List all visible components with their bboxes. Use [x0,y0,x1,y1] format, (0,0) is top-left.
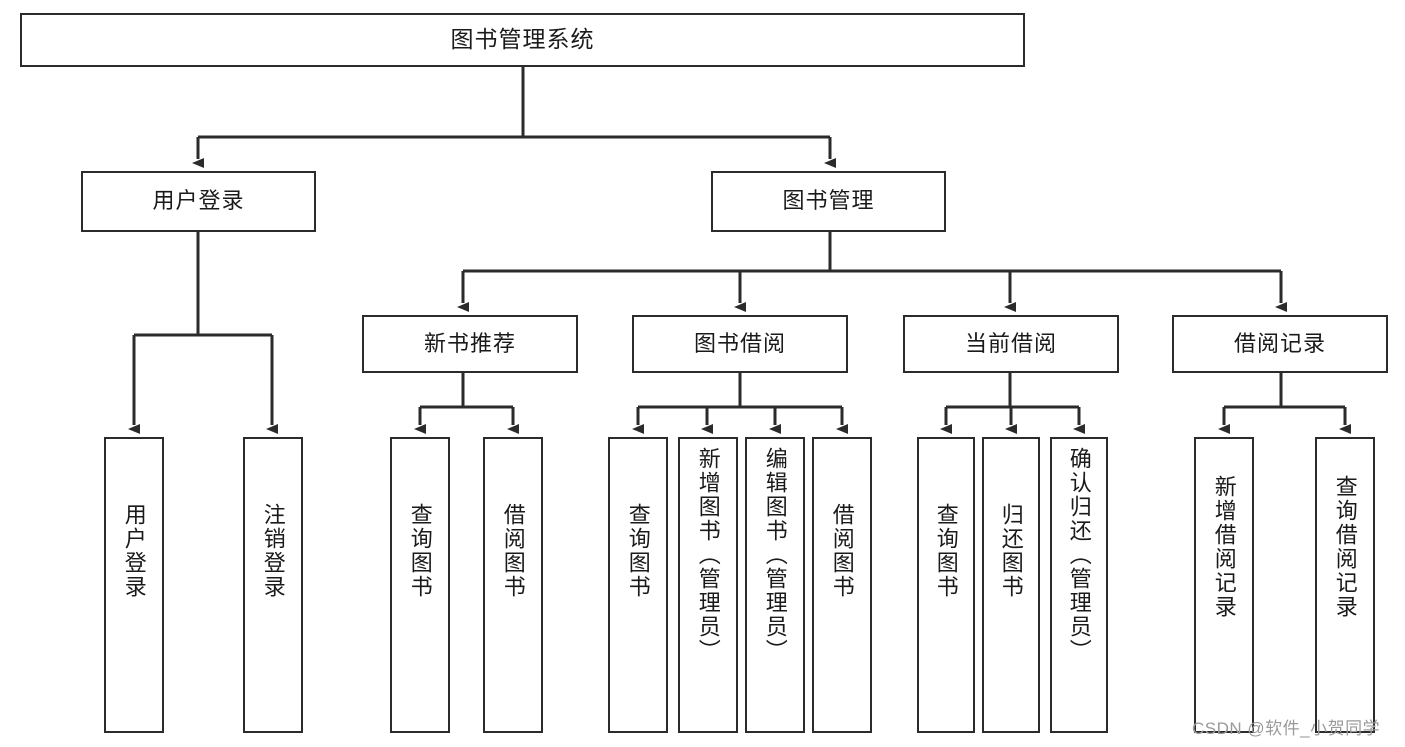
node-borrow-record[interactable]: 借阅记录 [1172,315,1388,373]
node-leaf-add-book[interactable]: 新增图书（管理员） [678,437,738,733]
node-label: 查询图书 [625,503,651,599]
node-label: 借阅图书 [829,503,855,599]
node-label: 确认归还（管理员） [1066,447,1092,663]
node-label: 查询图书 [407,503,433,599]
node-leaf-query-book-borrow[interactable]: 查询图书 [608,437,668,733]
node-new-book-recommend[interactable]: 新书推荐 [362,315,578,373]
node-book-management[interactable]: 图书管理 [711,171,946,232]
node-label: 归还图书 [998,503,1024,599]
node-leaf-logout-login[interactable]: 注销登录 [243,437,303,733]
node-label: 查询图书 [933,503,959,599]
node-leaf-edit-book[interactable]: 编辑图书（管理员） [745,437,805,733]
node-book-borrow[interactable]: 图书借阅 [632,315,848,373]
node-label: 注销登录 [260,503,286,599]
node-label: 借阅图书 [500,503,526,599]
node-leaf-confirm-return[interactable]: 确认归还（管理员） [1050,437,1108,733]
node-label: 借阅记录 [1233,330,1326,356]
node-label: 用户登录 [152,188,245,214]
node-leaf-user-login[interactable]: 用户登录 [104,437,164,733]
node-leaf-add-borrow-record[interactable]: 新增借阅记录 [1194,437,1254,733]
node-label: 新增图书（管理员） [695,447,721,663]
node-leaf-borrow-book-recommend[interactable]: 借阅图书 [483,437,543,733]
node-leaf-query-book-recommend[interactable]: 查询图书 [390,437,450,733]
node-leaf-query-book-current[interactable]: 查询图书 [917,437,975,733]
node-label: 查询借阅记录 [1332,475,1358,619]
node-label: 新增借阅记录 [1211,475,1237,619]
node-leaf-return-book[interactable]: 归还图书 [982,437,1040,733]
node-label: 图书借阅 [693,330,786,356]
node-current-borrow[interactable]: 当前借阅 [903,315,1119,373]
node-leaf-borrow-book[interactable]: 借阅图书 [812,437,872,733]
node-label: 用户登录 [121,503,147,599]
node-label: 图书管理系统 [450,26,595,53]
node-label: 当前借阅 [964,330,1057,356]
node-user-login[interactable]: 用户登录 [81,171,316,232]
node-leaf-query-borrow-record[interactable]: 查询借阅记录 [1315,437,1375,733]
node-root-book-management-system[interactable]: 图书管理系统 [20,13,1025,67]
node-label: 图书管理 [782,188,875,214]
node-label: 新书推荐 [423,330,516,356]
csdn-watermark: CSDN @软件_小贺同学 [1192,719,1381,738]
node-label: 编辑图书（管理员） [762,447,788,663]
